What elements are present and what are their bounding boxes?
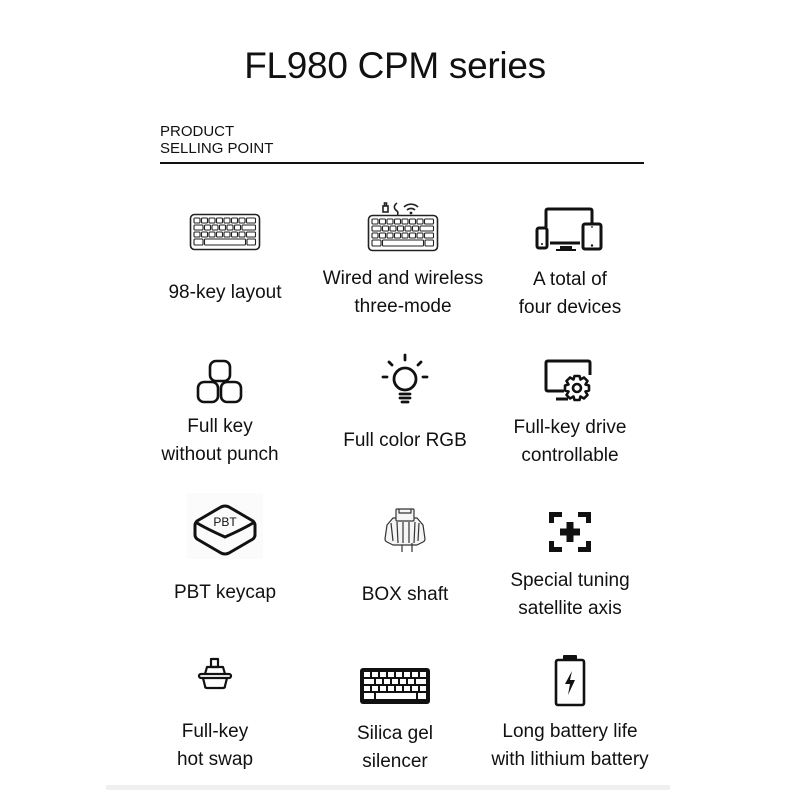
feature-label: with lithium battery (491, 749, 649, 770)
feature-label: without punch (161, 444, 279, 465)
pbt-icon-text: PBT (213, 515, 237, 529)
keyboard-outline-icon (189, 213, 261, 251)
keyboard-filled-icon (359, 667, 431, 705)
feature-label: Full-key drive (513, 417, 627, 438)
feature-label: Full color RGB (343, 430, 467, 451)
feature-label: 98-key layout (168, 282, 282, 303)
hot-swap-switch-icon (197, 657, 233, 691)
feature-label: three-mode (354, 296, 452, 317)
page-title: FL980 CPM series (244, 45, 546, 86)
battery-charging-icon (553, 653, 587, 707)
feature-label: hot swap (176, 749, 254, 770)
feature-label: four devices (518, 297, 622, 318)
bottom-strip (106, 785, 670, 790)
feature-label: Silica gel (356, 723, 434, 744)
feature-label: controllable (521, 445, 619, 466)
section-divider (160, 162, 644, 164)
feature-label: Long battery life (502, 721, 638, 742)
monitor-gear-icon (544, 359, 596, 405)
feature-label: Full key (187, 416, 253, 437)
feature-label: Wired and wireless (322, 268, 484, 289)
feature-label: A total of (533, 269, 607, 290)
feature-label: Full-key (181, 721, 249, 742)
section-label-line2: SELLING POINT (160, 140, 274, 157)
feature-label: BOX shaft (361, 584, 449, 605)
multi-device-icon (534, 207, 606, 253)
feature-label: PBT keycap (173, 582, 277, 603)
keyboard-three-mode-icon (367, 201, 439, 253)
light-bulb-icon (380, 353, 430, 405)
section-label-line1: PRODUCT (160, 123, 235, 140)
pbt-keycap-icon: PBT (187, 493, 263, 559)
box-switch-icon (381, 505, 429, 555)
keycaps-icon (196, 359, 244, 405)
feature-label: satellite axis (518, 598, 622, 619)
feature-label: Special tuning (510, 570, 630, 591)
section-label: PRODUCT SELLING POINT (160, 123, 273, 157)
focus-plus-icon (547, 510, 593, 554)
feature-label: silencer (362, 751, 428, 772)
